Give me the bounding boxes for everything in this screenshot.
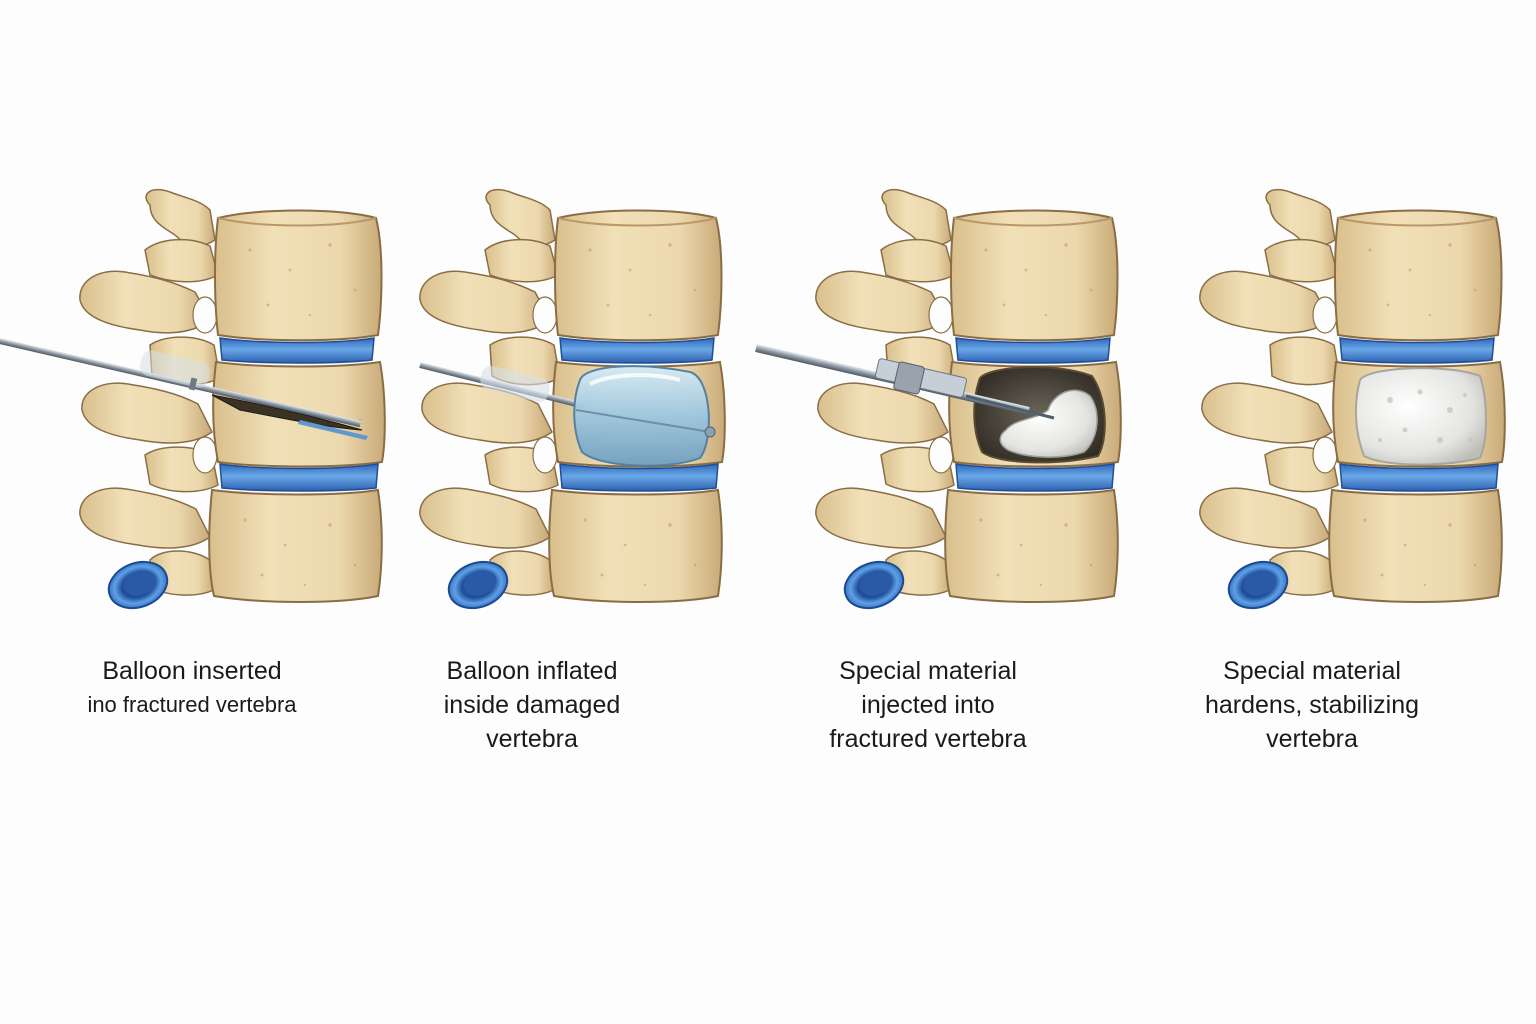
inflated-balloon xyxy=(573,365,716,467)
step-2-panel: Balloon inflated inside damaged vertebra xyxy=(340,0,726,1024)
step-2-caption: Balloon inflated inside damaged vertebra xyxy=(382,654,682,756)
caption-line: fractured vertebra xyxy=(829,725,1027,753)
caption-line: injected into xyxy=(861,691,995,719)
step-4-illustration xyxy=(1198,188,1506,617)
step-3-caption: Special material injected into fractured… xyxy=(778,654,1078,756)
caption-line: ino fractured vertebra xyxy=(87,692,297,717)
hardened-cement xyxy=(1354,367,1487,466)
injection-cannula xyxy=(755,344,1055,420)
caption-line: inside damaged xyxy=(443,691,621,719)
cement-material xyxy=(999,389,1098,458)
step-3-illustration xyxy=(755,188,1122,617)
caption-line: Balloon inflated xyxy=(446,657,618,685)
insertion-needle xyxy=(0,335,368,440)
caption-line: Balloon inserted xyxy=(102,657,282,685)
caption-line: hardens, stabilizing xyxy=(1204,691,1419,719)
caption-line: Special material xyxy=(839,657,1017,685)
caption-line: Special material xyxy=(1223,657,1401,685)
step-1-illustration xyxy=(0,188,386,617)
step-1-panel: Balloon inserted ino fractured vertebra xyxy=(0,0,386,1024)
step-2-illustration xyxy=(418,188,726,617)
step-3-panel: Special material injected into fractured… xyxy=(736,0,1122,1024)
caption-line: vertebra xyxy=(1266,725,1358,753)
step-4-panel: Special material hardens, stabilizing ve… xyxy=(1120,0,1506,1024)
caption-line: vertebra xyxy=(486,725,578,753)
step-4-caption: Special material hardens, stabilizing ve… xyxy=(1162,654,1462,756)
step-1-caption: Balloon inserted ino fractured vertebra xyxy=(42,654,342,722)
insertion-needle xyxy=(419,362,586,410)
fracture-crack xyxy=(211,394,363,431)
